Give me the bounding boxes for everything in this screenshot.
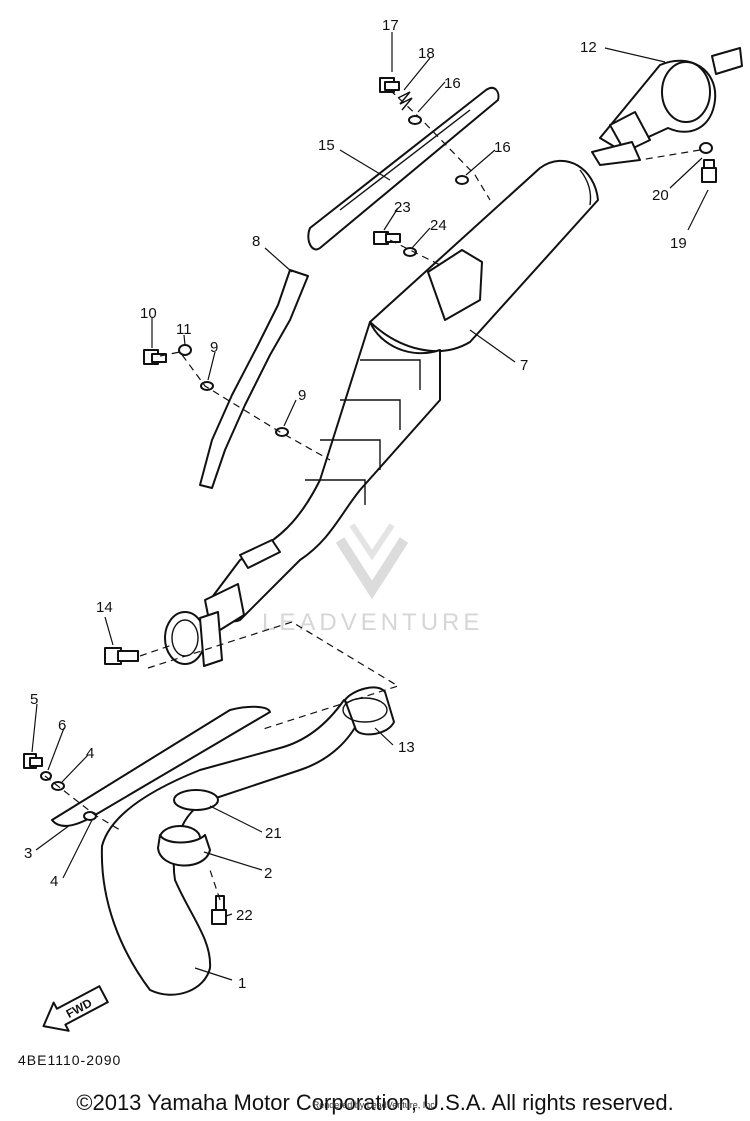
washer-4b-icon [83,811,97,821]
callout-24: 24 [430,217,447,234]
washer-9b-icon [275,427,289,437]
callout-3: 3 [24,845,32,862]
muffler-inlet-clamp [164,583,245,667]
callout-6: 6 [58,717,66,734]
callout-9b: 9 [298,387,306,404]
muffler-protector [199,269,309,489]
diagram-code: 4BE1110-2090 [18,1052,122,1068]
bolt-10-icon [143,349,167,365]
fwd-arrow-icon: FWD [42,985,109,1032]
rendered-by-note: Rendered by LeadVenture, Inc. [312,1100,438,1110]
callout-5: 5 [30,691,38,708]
callout-8: 8 [252,233,260,250]
alignment-lines [44,89,701,901]
washer-24-icon [403,247,417,257]
nut-11-icon [178,344,192,356]
callout-12: 12 [580,39,597,56]
callout-22: 22 [236,907,253,924]
callout-13: 13 [398,739,415,756]
gaskets [157,789,219,867]
callout-10: 10 [140,305,157,322]
washer-9a-icon [200,381,214,391]
callout-16a: 16 [444,75,461,92]
spring-18-icon [397,91,413,111]
callout-18: 18 [418,45,435,62]
callout-15: 15 [318,137,335,154]
bolt-22-icon [211,895,227,925]
callout-20: 20 [652,187,669,204]
exhaust-pipe [100,686,395,996]
watermark-text: LEADVENTURE [262,609,483,636]
bolt-19-icon [701,159,717,183]
bolt-5-icon [23,753,43,769]
watermark-logo: LEADVENTURE [262,523,483,636]
washer-16b-icon [455,175,469,185]
callout-1: 1 [238,975,246,992]
callout-23: 23 [394,199,411,216]
pipe-protector [51,705,271,827]
callout-14: 14 [96,599,113,616]
callout-4b: 4 [50,873,58,890]
bolt-14-icon [104,647,139,665]
heat-protector [307,86,500,251]
callout-2: 2 [264,865,272,882]
callout-19: 19 [670,235,687,252]
tail-pipe [591,47,743,166]
washer-20-icon [699,142,713,154]
bolt-17-icon [379,77,400,93]
muffler [209,159,599,623]
callout-16b: 16 [494,139,511,156]
callout-labels: 1 2 3 4 4 5 6 7 8 9 9 10 11 12 13 14 15 … [24,17,687,992]
callout-17: 17 [382,17,399,34]
leader-lines [31,32,709,981]
bolt-23-icon [373,231,401,245]
fasteners [23,77,717,925]
copyright-notice: ©2013 Yamaha Motor Corporation, U.S.A. A… [76,1090,674,1115]
callout-11: 11 [176,321,192,338]
callout-9a: 9 [210,339,218,356]
callout-7: 7 [520,357,528,374]
washer-16a-icon [408,115,422,125]
callout-4a: 4 [86,745,94,762]
callout-21: 21 [265,825,282,842]
